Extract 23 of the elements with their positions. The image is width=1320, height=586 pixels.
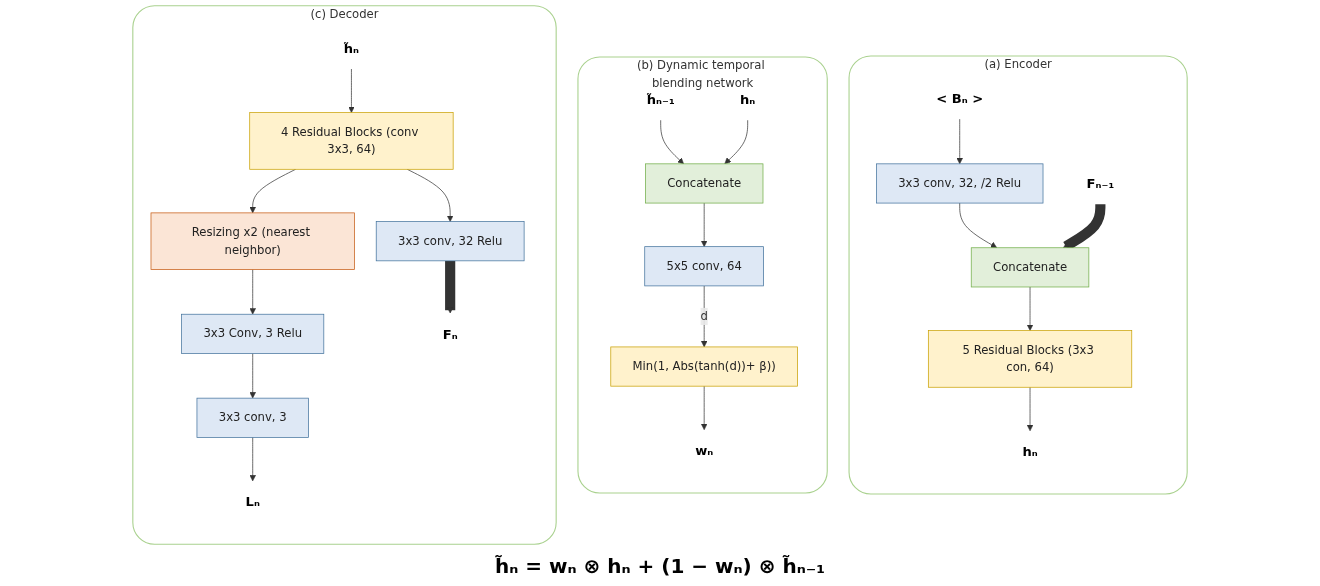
node-text: h̃ₙ₋₁ <box>646 91 675 108</box>
node-box: 3x3 Conv, 3 Relu <box>181 313 325 354</box>
node-text: hₙ <box>740 91 756 108</box>
node-text: Lₙ <box>245 494 260 510</box>
node-text: Fₙ₋₁ <box>1086 175 1115 192</box>
node-text: h̃ₙ <box>343 40 360 56</box>
arrow <box>445 260 456 314</box>
node-text: hₙ <box>1022 443 1038 460</box>
node-box: 4 Residual Blocks (conv 3x3, 64) <box>249 112 454 170</box>
node-box: 5x5 conv, 64 <box>644 246 764 287</box>
node-text: wₙ <box>695 442 714 459</box>
node-box: 3x3 conv, 3 <box>196 397 309 438</box>
node-box: 3x3 conv, 32 Relu <box>375 221 525 262</box>
node-box: 3x3 conv, 32, /2 Relu <box>876 163 1044 204</box>
node-text: Fₙ <box>442 326 458 342</box>
node-box: Min(1, Abs(tanh(d))+ β)) <box>610 346 798 387</box>
node-box: 5 Residual Blocks (3x3 con, 64) <box>927 330 1133 388</box>
node-box: Concatenate <box>970 247 1090 288</box>
formula-text: h̃ₙ = wₙ ⊗ hₙ + (1 − wₙ) ⊗ h̃ₙ₋₁ <box>494 554 826 578</box>
node-box: Concatenate <box>645 163 764 204</box>
node-box: Resizing x2 (nearest neighbor) <box>150 212 355 270</box>
edge-label: d <box>700 309 708 323</box>
node-text: < Bₙ > <box>936 90 984 107</box>
